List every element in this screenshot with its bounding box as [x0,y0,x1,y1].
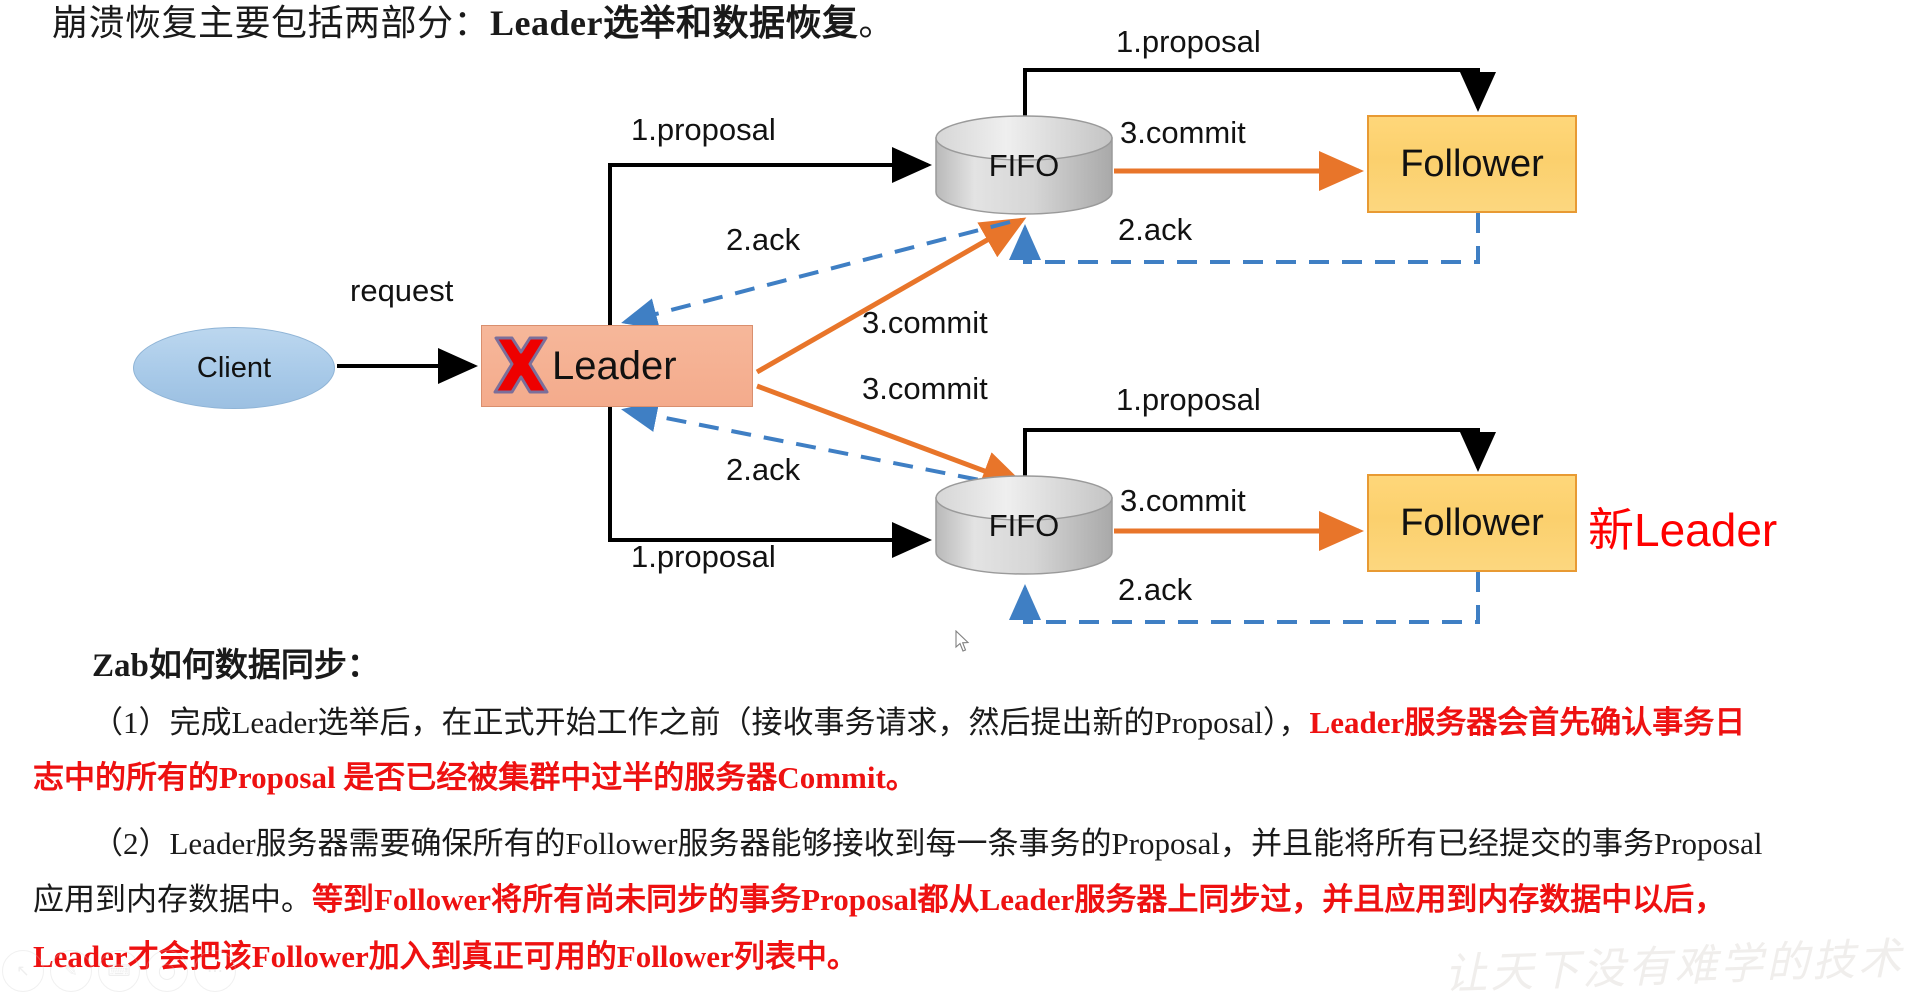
client-node[interactable]: Client [133,327,335,409]
watermark-text: 让天下没有难学的技术 [1443,935,1905,1000]
zab-flow-diagram [337,68,1496,624]
p2-red-text-a: 等到Follower将所有尚未同步的事务Proposal都从Leader服务器上… [312,882,1726,917]
more-icon[interactable]: ⋯ [194,950,236,992]
fifo-top-label: FIFO [988,148,1060,183]
leader-label: Leader [552,343,677,388]
label-ack-leader-bottom: 2.ack [726,452,801,487]
paragraph-2-line-2: 应用到内存数据中。等到Follower将所有尚未同步的事务Proposal都从L… [33,874,1725,919]
page-title-emphasis: Leader选举和数据恢复 [490,3,859,43]
label-proposal-leader-bottom: 1.proposal [631,539,776,574]
p1-black-text: （1）完成Leader选举后，在正式开始工作之前（接收事务请求，然后提出新的Pr… [92,705,1310,740]
fifo-top-node[interactable]: FIFO [936,112,1112,220]
keyboard-icon[interactable]: ⌨ [98,950,140,992]
follower-top-label: Follower [1400,142,1544,185]
page-title-prefix: 崩溃恢复主要包括两部分： [52,3,491,43]
label-commit-fifo-bottom: 3.commit [1120,483,1246,518]
label-commit-leader-bottom: 3.commit [862,371,988,406]
mouse-cursor-icon [955,630,970,652]
pen-icon[interactable]: ✎ [50,950,92,992]
page-title-suffix: 。 [858,3,896,43]
floating-toolbar[interactable]: ↖✎⌨◯⋯ [2,950,236,992]
record-icon[interactable]: ◯ [146,950,188,992]
label-commit-fifo-top: 3.commit [1120,115,1246,150]
paragraph-1-line-2: 志中的所有的Proposal 是否已经被集群中过半的服务器Commit。 [33,760,917,795]
label-proposal-fifo-bottom: 1.proposal [1116,382,1261,417]
label-ack-follower-top: 2.ack [1118,212,1193,247]
label-ack-follower-bottom: 2.ack [1118,572,1193,607]
section-title: Zab如何数据同步： [92,648,380,684]
fifo-bottom-cylinder [935,475,1113,575]
p2-black-text-b: 应用到内存数据中。 [33,882,312,917]
paragraph-1-line-1: （1）完成Leader选举后，在正式开始工作之前（接收事务请求，然后提出新的Pr… [92,697,1745,742]
label-commit-leader-top: 3.commit [862,305,988,340]
paragraph-2-line-1: （2）Leader服务器需要确保所有的Follower服务器能够接收到每一条事务… [92,826,1763,861]
label-proposal-leader-top: 1.proposal [631,112,776,147]
p1-red-text-a: Leader服务器会首先确认事务日 [1309,705,1746,740]
label-request: request [350,273,454,308]
follower-top-node[interactable]: Follower [1367,115,1577,213]
follower-bottom-label: Follower [1400,501,1544,544]
label-ack-leader-top: 2.ack [726,222,801,257]
new-leader-annotation: 新Leader [1588,504,1778,556]
fifo-bottom-node[interactable]: FIFO [936,472,1112,580]
fifo-top-cylinder [935,115,1113,215]
pointer-icon[interactable]: ↖ [2,950,44,992]
leader-node[interactable]: Leader [481,325,753,407]
client-label: Client [196,351,272,384]
follower-bottom-node[interactable]: Follower [1367,474,1577,572]
label-proposal-fifo-top: 1.proposal [1116,24,1261,59]
page-title: 崩溃恢复主要包括两部分：Leader选举和数据恢复。 [52,0,895,46]
fifo-bottom-label: FIFO [988,508,1060,543]
